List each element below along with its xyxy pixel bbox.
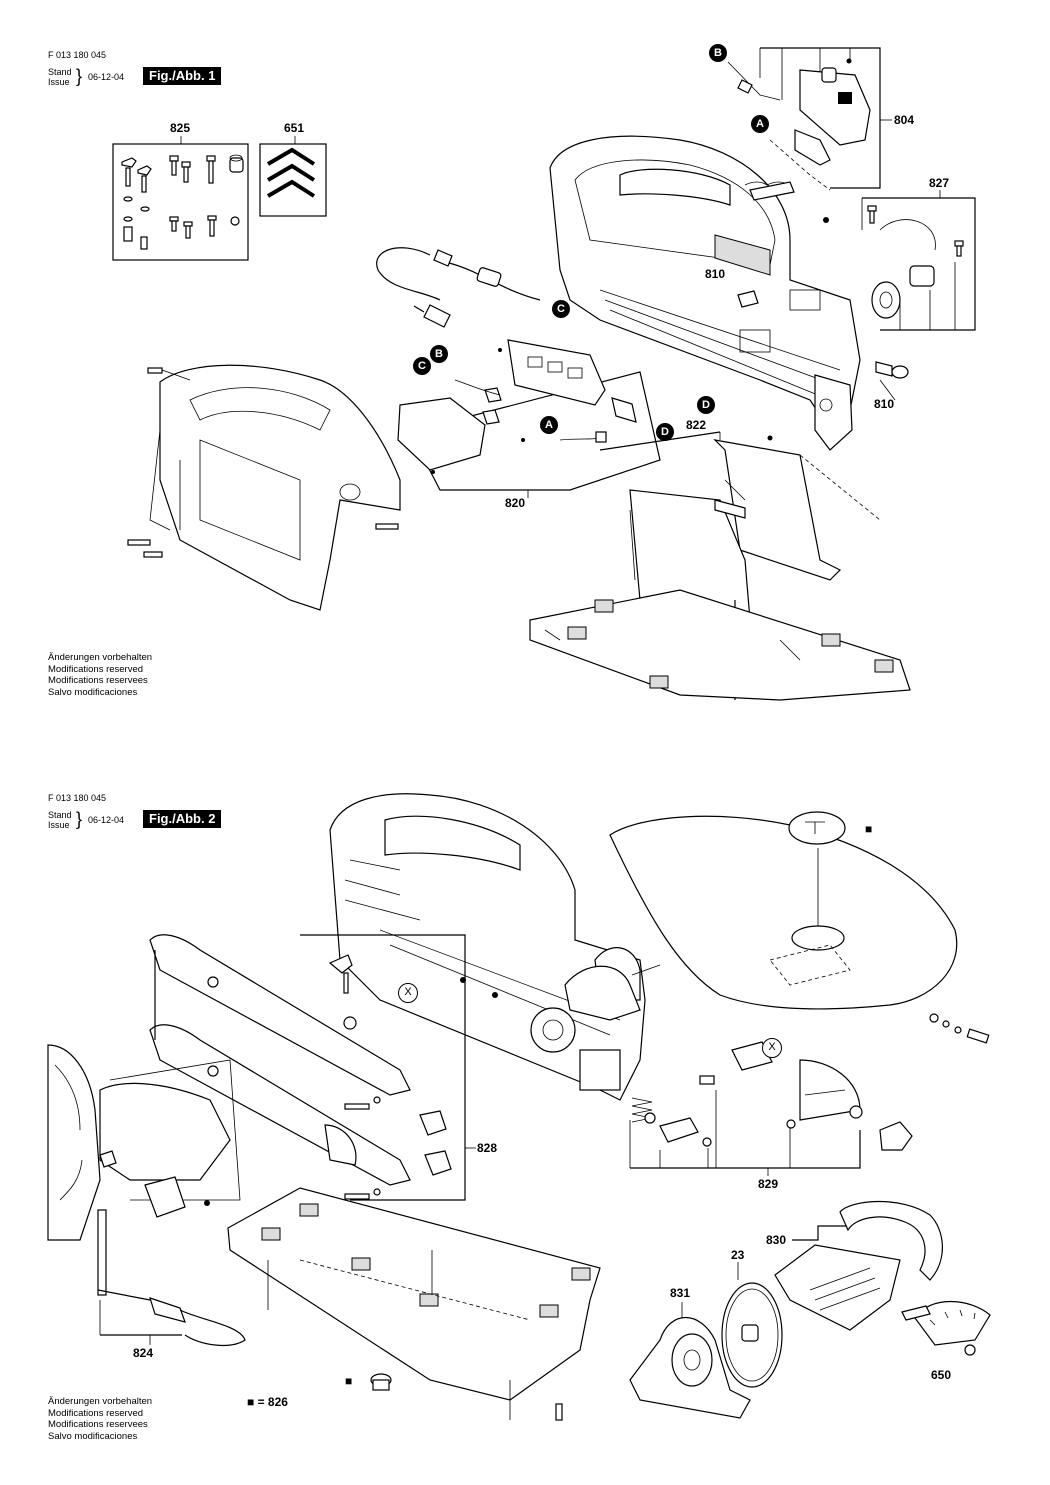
part-804: 804 <box>894 113 915 127</box>
fig1-doc-number: F 013 180 045 <box>48 50 107 60</box>
fig2-saw-housing <box>329 793 646 1101</box>
fig2-motor <box>564 964 661 1021</box>
part-822: 822 <box>686 418 707 432</box>
legend-826: ■ = 826 <box>247 1395 288 1409</box>
table-marker: ■ <box>865 822 873 836</box>
callout-x-left: X <box>398 983 418 1003</box>
fig2-mitre-gauge-650 <box>901 1300 991 1356</box>
part-830: 830 <box>766 1233 787 1247</box>
callout-b-top: B <box>709 44 727 62</box>
fig2-note-de: Änderungen vorbehalten <box>48 1396 153 1407</box>
fig1-base-plate <box>529 589 911 701</box>
fig2-issue-label: Issue <box>48 820 70 830</box>
part-831: 831 <box>670 1286 691 1300</box>
part-650: 650 <box>931 1368 952 1382</box>
foot-marker: ■ <box>345 1374 353 1388</box>
part-810-upper: 810 <box>705 267 726 281</box>
callout-d-bottom: D <box>656 423 674 441</box>
fig1-notes: Änderungen vorbehalten Modifications res… <box>48 652 152 698</box>
fig1-allen-keys-651 <box>259 136 327 217</box>
fig1-note-en: Modifications reserved <box>48 663 144 675</box>
part-824: 824 <box>133 1346 154 1360</box>
fig2-arm-assembly-828 <box>149 934 476 1201</box>
fig1-bearing-810 <box>737 290 909 401</box>
fig1-cable <box>376 247 541 328</box>
fig2-base-plate <box>227 1187 601 1421</box>
fig2-brace: } <box>76 809 83 829</box>
callout-x-right: X <box>762 1038 782 1058</box>
callout-c-left: C <box>413 357 431 375</box>
fig1-switch-assembly-804 <box>727 47 892 223</box>
fig1-saw-housing <box>549 135 861 451</box>
fig1-stand-label: Stand <box>48 67 72 77</box>
fig1-motor-bracket-827 <box>861 190 976 331</box>
fig2-guard-830 <box>774 1200 943 1331</box>
fig2-doc-number: F 013 180 045 <box>48 793 107 803</box>
fig2-saw-blade-23 <box>721 1262 783 1388</box>
part-23: 23 <box>731 1248 745 1262</box>
fig2-blade-guard-824 <box>97 1209 246 1346</box>
callout-d-right: D <box>697 396 715 414</box>
fig2-stand-issue: Stand Issue <box>48 810 72 830</box>
fig1-note-fr: Modifications reservees <box>48 675 148 686</box>
fig1-note-de: Änderungen vorbehalten <box>48 652 153 663</box>
fig2-date: 06-12-04 <box>88 815 125 825</box>
fig1-label: Fig./Abb. 1 <box>143 67 222 85</box>
part-829: 829 <box>758 1177 779 1191</box>
part-827: 827 <box>929 176 950 190</box>
callout-b-left: B <box>430 345 448 363</box>
fig2-dust-extractor-831 <box>629 1302 751 1419</box>
fig2-stand-label: Stand <box>48 810 72 820</box>
fig2-note-en: Modifications reserved <box>48 1407 144 1419</box>
fig1-accessory-box-825 <box>112 136 249 261</box>
callout-a-bottom: A <box>540 416 558 434</box>
fig2-notes: Änderungen vorbehalten Modifications res… <box>48 1396 152 1442</box>
fig2-label: Fig./Abb. 2 <box>143 810 222 828</box>
fig1-brace: } <box>76 66 83 86</box>
part-828: 828 <box>477 1141 498 1155</box>
fig2-note-fr: Modifications reservees <box>48 1419 148 1430</box>
fig2-side-cover <box>47 1044 241 1241</box>
callout-a-top: A <box>751 115 769 133</box>
fig1-electronics-820 <box>397 339 661 498</box>
fig1-date: 06-12-04 <box>88 72 125 82</box>
callout-c-right: C <box>552 300 570 318</box>
part-825: 825 <box>170 121 191 135</box>
fig1-note-es: Salvo modificaciones <box>48 686 138 698</box>
fig1-side-cover <box>127 364 401 611</box>
part-810-lower: 810 <box>874 397 895 411</box>
fig1-stand-issue: Stand Issue <box>48 67 72 87</box>
part-651: 651 <box>284 121 305 135</box>
fig1-issue-label: Issue <box>48 77 70 87</box>
fig2-tilt-mechanism-829 <box>629 1041 913 1176</box>
part-820: 820 <box>505 496 526 510</box>
fig2-note-es: Salvo modificaciones <box>48 1430 138 1442</box>
fig2-table <box>609 811 990 1044</box>
